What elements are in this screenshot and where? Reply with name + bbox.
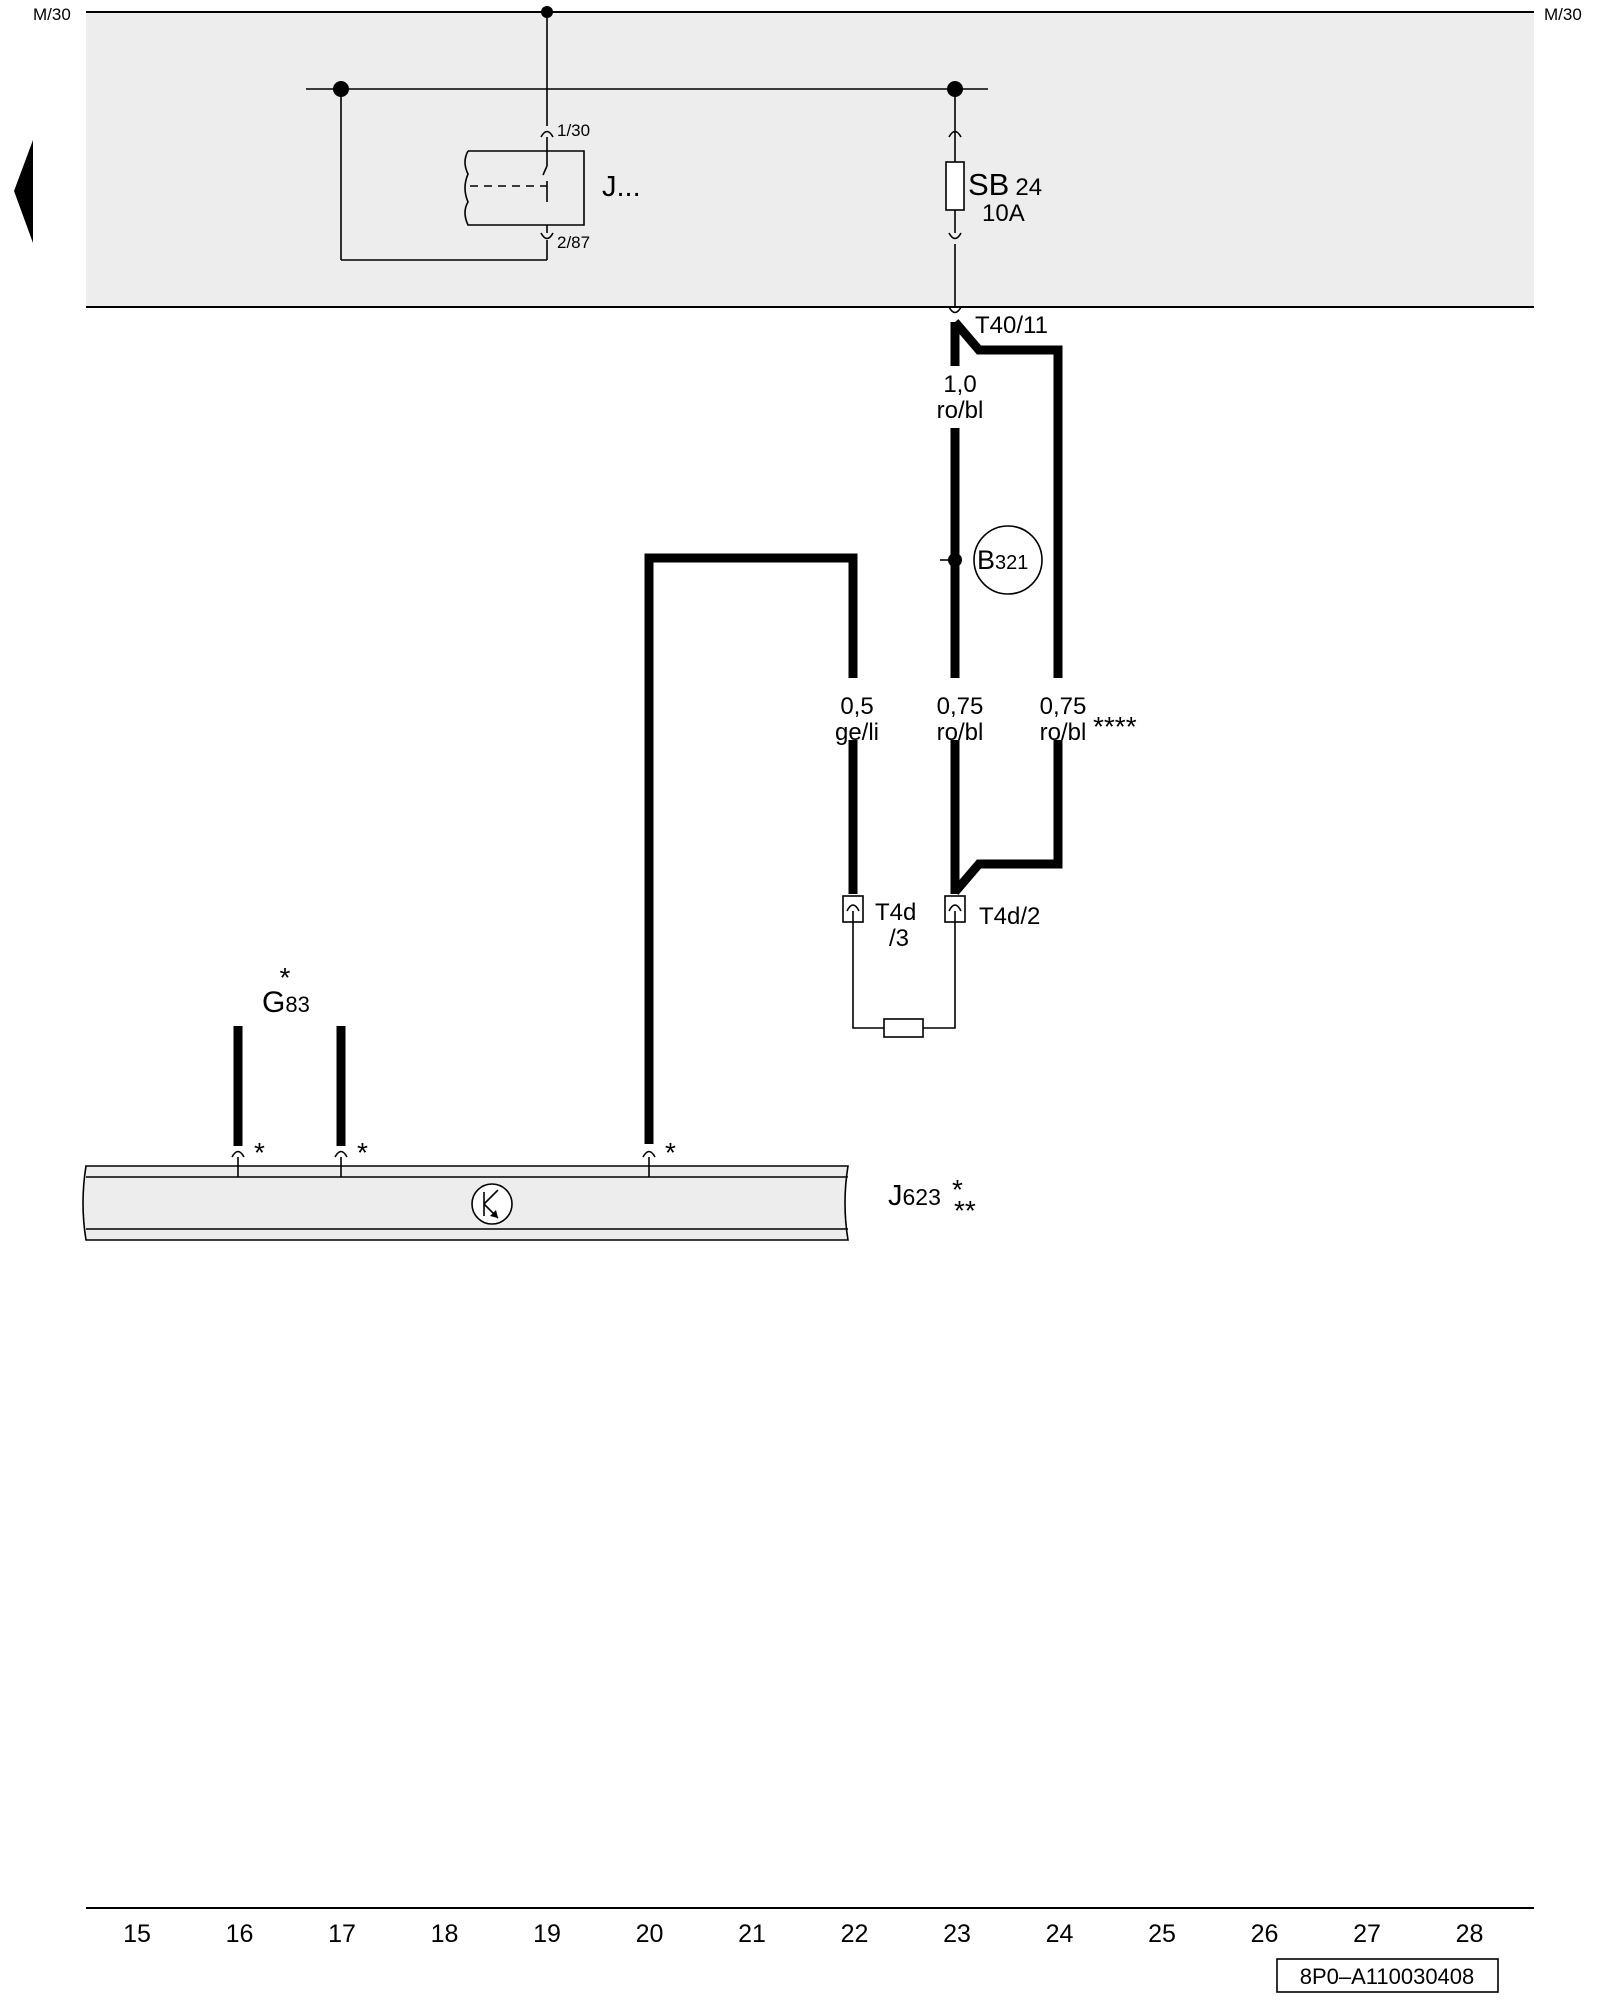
cu-pin-1: * [231, 1137, 265, 1177]
wire-ge-li [644, 553, 858, 1144]
scale-number: 17 [328, 1920, 356, 1948]
cu-pin-1-star: * [254, 1137, 265, 1168]
wire2-color: ge/li [835, 719, 879, 746]
wire3-color: ro/bl [937, 719, 984, 746]
diagram-code: 8P0–A110030408 [1300, 1964, 1475, 1989]
wire3-size: 0,75 [937, 693, 984, 720]
scale-number: 23 [943, 1920, 971, 1948]
connector-t4d-2: T4d/2 [944, 895, 1040, 930]
scale-number: 22 [841, 1920, 869, 1948]
wire2-size: 0,5 [840, 693, 873, 720]
splice-label: B321 [977, 545, 1028, 575]
wire4-note: **** [1093, 711, 1137, 742]
splice-number: 321 [995, 552, 1028, 574]
control-unit-j623: J623 * ** [82, 1165, 976, 1241]
shaded-panel [86, 12, 1534, 307]
scale-number: 16 [226, 1920, 254, 1948]
relay-pin-top: 1/30 [557, 121, 590, 140]
control-unit-label: J623 [888, 1180, 941, 1212]
fuse-number: 24 [1015, 174, 1042, 201]
cu-pin-3-star: * [665, 1137, 676, 1168]
sensor-g83-star: * [280, 962, 291, 993]
wire4-color: ro/bl [1040, 719, 1087, 746]
sensor-g83-label: G83 [262, 986, 310, 1019]
scale-number: 19 [533, 1920, 561, 1948]
splice-circle [973, 525, 1043, 595]
control-unit-number: 623 [903, 1184, 941, 1210]
scale-number: 25 [1148, 1920, 1176, 1948]
cu-pin-2-star: * [357, 1137, 368, 1168]
control-unit-bar [82, 1165, 849, 1241]
scale-number: 27 [1353, 1920, 1381, 1948]
rail-label-left: M/30 [33, 5, 71, 24]
connector-t4d-3: T4d /3 [842, 895, 916, 952]
fuse-body [945, 161, 965, 211]
rail-label-right: M/30 [1544, 5, 1582, 24]
connector-t4d-3-sub: /3 [889, 925, 909, 952]
scale-number: 15 [123, 1920, 151, 1948]
control-unit-letter: J [888, 1180, 903, 1212]
scale-number: 20 [636, 1920, 664, 1948]
splice-letter: B [977, 545, 995, 575]
connector-t40-11-label: T40/11 [975, 312, 1048, 339]
pin-2-87-mark [540, 232, 554, 240]
scale-number: 28 [1456, 1920, 1484, 1948]
fuse-name: SB [968, 167, 1009, 202]
scale-number: 18 [431, 1920, 459, 1948]
scale-number: 26 [1251, 1920, 1279, 1948]
splice-b321: B321 [940, 525, 1043, 595]
transistor-symbol [471, 1183, 513, 1225]
cu-pin-3: * [642, 1137, 676, 1177]
resistor [852, 922, 956, 1038]
scale-number: 24 [1046, 1920, 1074, 1948]
splice-dot [948, 553, 962, 567]
wire1-color: ro/bl [937, 397, 984, 424]
wire1-size: 1,0 [943, 371, 976, 398]
diagram-code-box [1276, 1958, 1499, 1993]
sensor-g83-number: 83 [285, 992, 309, 1017]
sensor-g83-letter: G [262, 986, 285, 1019]
connector-t4d-2-label: T4d/2 [979, 903, 1040, 930]
prev-page-arrow[interactable] [14, 140, 33, 243]
wire-ro-bl-bypass-top [951, 319, 1063, 678]
relay-box [464, 150, 585, 226]
scale-numbers: 15 16 17 18 19 20 21 22 23 24 25 26 27 28 [123, 1920, 1483, 1948]
connector-t40-11 [948, 306, 962, 314]
connector-t4d-3-label: T4d [875, 899, 916, 926]
wire4-size: 0,75 [1040, 693, 1087, 720]
wire-ro-bl-bypass-bottom [951, 740, 1063, 895]
control-unit-star2: ** [954, 1195, 976, 1226]
relay-label: J... [602, 171, 641, 203]
cu-pin-2: * [334, 1137, 368, 1177]
relay-j: 1/30 2/87 J... [464, 121, 641, 252]
relay-pin-bottom: 2/87 [557, 233, 590, 252]
resistor-body [883, 1018, 924, 1038]
scale-number: 21 [738, 1920, 766, 1948]
control-unit-star1: * [952, 1174, 963, 1205]
pin-1-30-mark [540, 130, 554, 138]
fuse-rating: 10A [982, 200, 1025, 227]
